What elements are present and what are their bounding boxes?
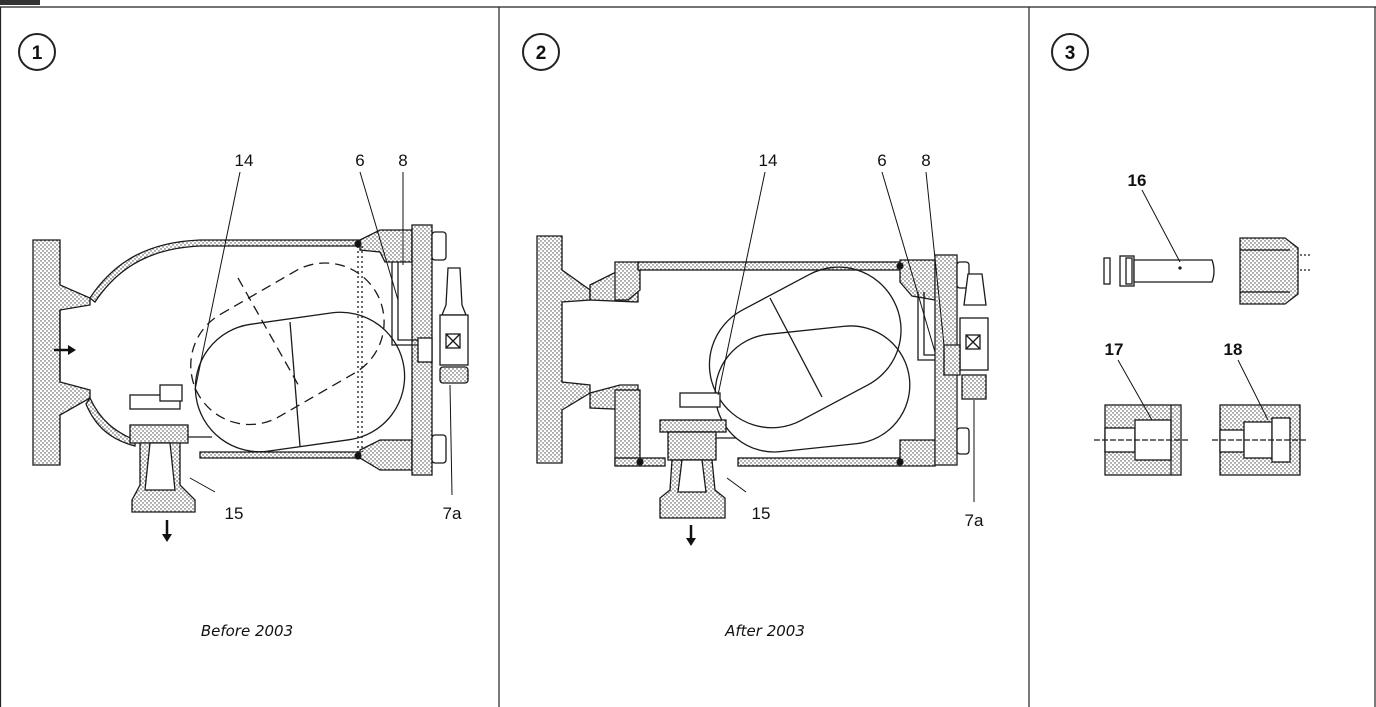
part-17-leader [1117,359,1153,421]
panel-1-label-15: 15 [225,504,244,523]
part-18-label: 18 [1224,340,1243,359]
panel-1: 1 [18,33,469,640]
part-17-label: 17 [1105,340,1124,359]
panel-frames [0,6,1376,707]
panel-1-label-14: 14 [235,151,254,170]
panel-2-label-6: 6 [877,151,886,170]
panel-2-number: 2 [536,43,547,64]
part-18 [1212,404,1308,476]
panel-1-leaders [189,171,453,496]
panel-1-outlet-arrow [162,520,172,542]
panel-1-number-badge: 1 [18,33,56,71]
panel-2-leaders [717,171,975,502]
panel-2-label-7a: 7a [965,511,984,530]
part-17 [1094,404,1190,476]
panel-1-drawing [32,224,469,513]
header-bar [0,0,40,5]
panel-2-number-badge: 2 [522,33,560,71]
panel-2-label-15: 15 [752,504,771,523]
panel-2-outlet-arrow [686,525,696,546]
panel-2-drawing [536,235,989,519]
panel-1-caption: Before 2003 [201,622,293,640]
panel-1-label-7a: 7a [443,504,462,523]
panel-3-number-badge: 3 [1051,33,1089,71]
panel-2-caption: After 2003 [724,622,805,640]
panel-1-label-8: 8 [398,151,407,170]
panel-1-inlet-arrow [54,345,76,355]
part-16 [1103,237,1310,305]
part-16-leader [1141,189,1181,263]
part-18-leader [1237,359,1269,421]
panel-2-label-14: 14 [759,151,778,170]
panel-3: 3 16 17 [1051,33,1310,476]
panel-2-label-8: 8 [921,151,930,170]
panel-1-label-6: 6 [355,151,364,170]
part-16-label: 16 [1128,171,1147,190]
panel-1-number: 1 [32,43,43,64]
panel-2: 2 [522,33,989,640]
panel-3-number: 3 [1065,43,1076,64]
